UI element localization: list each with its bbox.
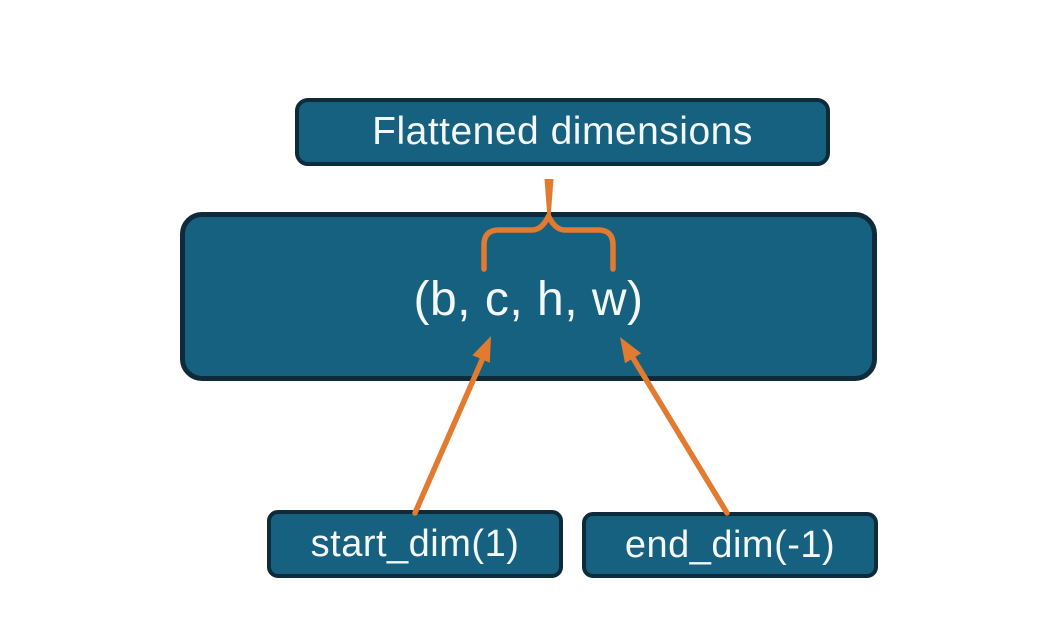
start-dim-label: start_dim(1) [310,522,520,565]
flattened-dimensions-label: Flattened dimensions [372,110,753,153]
tensor-shape-box: (b, c, h, w) [180,212,877,381]
start-dim-box: start_dim(1) [267,510,563,578]
end-dim-label: end_dim(-1) [624,523,836,566]
end-dim-arrow-line [630,355,730,516]
end-dim-box: end_dim(-1) [582,512,878,578]
start-dim-arrow-line [412,357,485,516]
flattened-dimensions-box: Flattened dimensions [295,98,830,166]
tensor-shape-label: (b, c, h, w) [413,273,644,326]
